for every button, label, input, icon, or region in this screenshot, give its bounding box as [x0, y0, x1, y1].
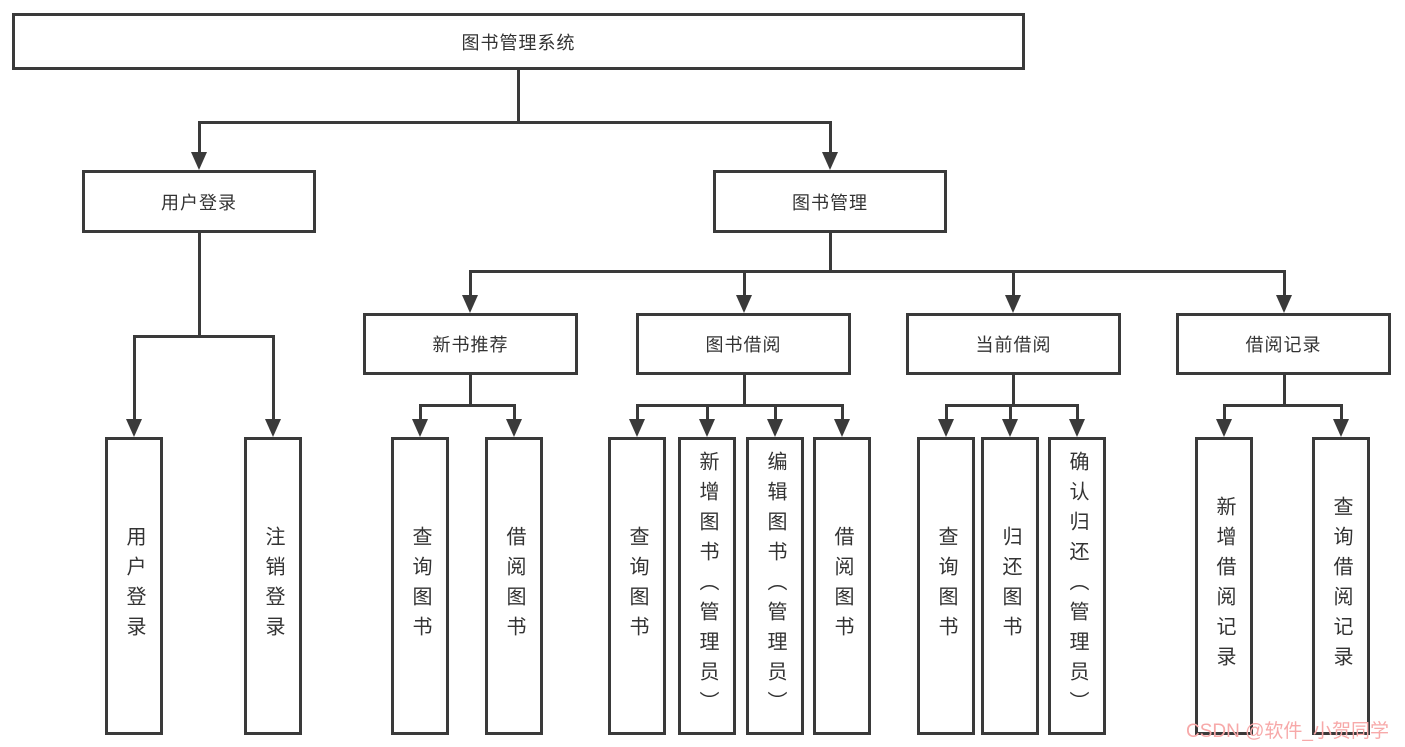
leaf-return-books: 归还图书 — [981, 437, 1039, 735]
connector-l3-shaft — [1283, 270, 1286, 297]
arrowhead-down-icon — [265, 419, 281, 437]
connector-l3-branch — [469, 270, 1285, 273]
connector-group-stem — [1283, 375, 1286, 405]
leaf-user-login: 用户登录 — [105, 437, 163, 735]
arrowhead-down-icon — [1276, 295, 1292, 313]
leaf-query-borrow-record: 查询借阅记录 — [1312, 437, 1370, 735]
leaf-label: 新增借阅记录 — [1213, 496, 1235, 676]
node-new-book-recommend: 新书推荐 — [363, 313, 578, 375]
leaf-label: 注销登录 — [262, 526, 284, 646]
leaf-label: 借阅图书 — [503, 526, 525, 646]
leaf-label: 借阅图书 — [831, 526, 853, 646]
arrowhead-down-icon — [834, 419, 850, 437]
node-label: 借阅记录 — [1245, 335, 1322, 355]
connector-l3-shaft — [469, 270, 472, 297]
leaf-label: 编辑图书（管理员） — [764, 451, 786, 721]
connector-l3-shaft — [743, 270, 746, 297]
arrowhead-down-icon — [699, 419, 715, 437]
node-user-login: 用户登录 — [82, 170, 316, 233]
connector-leaf-shaft — [706, 404, 709, 421]
leaf-borrow-books-recommend: 借阅图书 — [485, 437, 543, 735]
leaf-borrow-books: 借阅图书 — [813, 437, 871, 735]
arrowhead-down-icon — [412, 419, 428, 437]
connector-l2-right-shaft — [829, 121, 832, 154]
arrowhead-down-icon — [629, 419, 645, 437]
connector-group-stem — [469, 375, 472, 405]
arrowhead-down-icon — [1069, 419, 1085, 437]
node-book-management: 图书管理 — [713, 170, 947, 233]
leaf-label: 用户登录 — [123, 526, 145, 646]
arrowhead-down-icon — [767, 419, 783, 437]
leaf-label: 查询图书 — [935, 526, 957, 646]
leaf-add-book-admin: 新增图书（管理员） — [678, 437, 736, 735]
arrowhead-down-icon — [191, 152, 207, 170]
connector-leaf-shaft — [133, 335, 136, 421]
arrowhead-down-icon — [822, 152, 838, 170]
connector-leaf-shaft — [636, 404, 639, 421]
arrowhead-down-icon — [938, 419, 954, 437]
leaf-confirm-return-admin: 确认归还（管理员） — [1048, 437, 1106, 735]
leaf-query-books-current: 查询图书 — [917, 437, 975, 735]
leaf-label: 新增图书（管理员） — [696, 451, 718, 721]
node-label: 当前借阅 — [975, 335, 1052, 355]
connector-group-branch — [419, 404, 515, 407]
connector-user-login-stem — [198, 233, 201, 336]
connector-l3-shaft — [1012, 270, 1015, 297]
arrowhead-down-icon — [1005, 295, 1021, 313]
connector-leaf-shaft — [1223, 404, 1226, 421]
arrowhead-down-icon — [1216, 419, 1232, 437]
connector-leaf-shaft — [841, 404, 844, 421]
connector-leaf-shaft — [513, 404, 516, 421]
leaf-label: 查询图书 — [626, 526, 648, 646]
node-borrowing-records: 借阅记录 — [1176, 313, 1391, 375]
connector-leaf-shaft — [272, 335, 275, 421]
node-label: 图书借阅 — [705, 335, 782, 355]
connector-leaf-shaft — [945, 404, 948, 421]
node-book-borrowing: 图书借阅 — [636, 313, 851, 375]
connector-leaf-shaft — [1076, 404, 1079, 421]
leaf-label: 确认归还（管理员） — [1066, 451, 1088, 721]
arrowhead-down-icon — [1333, 419, 1349, 437]
arrowhead-down-icon — [126, 419, 142, 437]
leaf-label: 归还图书 — [999, 526, 1021, 646]
connector-l2-branch — [198, 121, 832, 124]
leaf-label: 查询借阅记录 — [1330, 496, 1352, 676]
connector-leaf-shaft — [774, 404, 777, 421]
connector-group-branch — [636, 404, 842, 407]
node-label: 新书推荐 — [432, 335, 509, 355]
arrowhead-down-icon — [462, 295, 478, 313]
leaf-label: 查询图书 — [409, 526, 431, 646]
connector-book-mgmt-stem — [829, 233, 832, 272]
connector-leaf-shaft — [419, 404, 422, 421]
connector-group-stem — [1012, 375, 1015, 405]
node-label: 图书管理系统 — [461, 32, 576, 53]
node-current-borrowing: 当前借阅 — [906, 313, 1121, 375]
leaf-logout: 注销登录 — [244, 437, 302, 735]
connector-l2-left-shaft — [198, 121, 201, 154]
leaf-add-borrow-record: 新增借阅记录 — [1195, 437, 1253, 735]
arrowhead-down-icon — [1002, 419, 1018, 437]
csdn-watermark: CSDN @软件_小贺同学 — [1186, 721, 1389, 742]
connector-root-stem — [517, 70, 520, 122]
arrowhead-down-icon — [506, 419, 522, 437]
leaf-edit-book-admin: 编辑图书（管理员） — [746, 437, 804, 735]
arrowhead-down-icon — [736, 295, 752, 313]
leaf-query-books-recommend: 查询图书 — [391, 437, 449, 735]
connector-leaf-shaft — [1340, 404, 1343, 421]
node-label: 图书管理 — [792, 192, 868, 213]
connector-group-stem — [743, 375, 746, 405]
connector-group-branch — [1223, 404, 1341, 407]
leaf-query-books-borrow: 查询图书 — [608, 437, 666, 735]
connector-leaf-shaft — [1009, 404, 1012, 421]
connector-user-login-branch — [133, 335, 274, 338]
node-label: 用户登录 — [161, 192, 237, 213]
node-library-management-system: 图书管理系统 — [12, 13, 1025, 70]
